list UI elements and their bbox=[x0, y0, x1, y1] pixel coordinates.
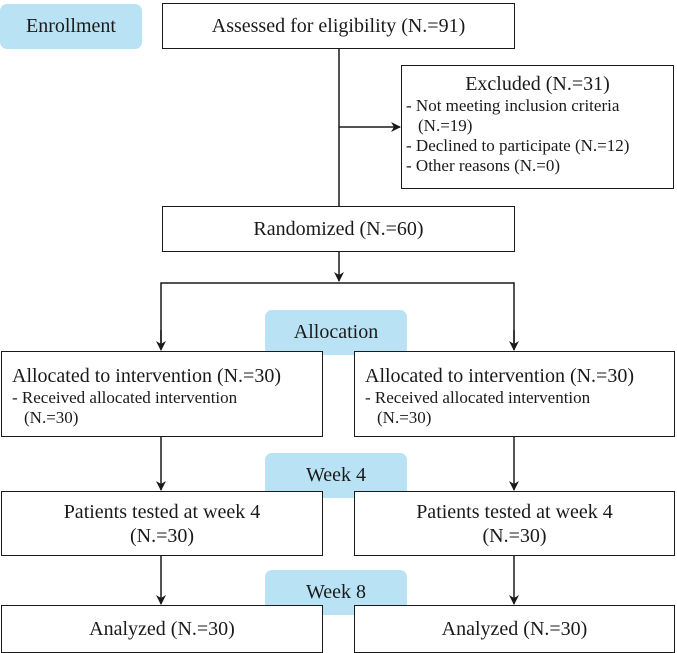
excluded-reason-other: - Other reasons (N.=0) bbox=[406, 156, 561, 175]
stage-week4-label: Week 4 bbox=[305, 464, 367, 486]
left-received-text: - Received allocated intervention bbox=[12, 388, 238, 407]
stage-enrollment: Enrollment bbox=[0, 4, 142, 49]
branch-line bbox=[160, 282, 515, 347]
excluded-title: Excluded (N.=31) bbox=[465, 73, 610, 95]
left-tested-text: Patients tested at week 4 bbox=[63, 500, 261, 523]
right-analyzed-text: Analyzed (N.=30) bbox=[441, 618, 588, 640]
right-tested-count: (N.=30) bbox=[482, 524, 547, 547]
right-received-text: - Received allocated intervention bbox=[365, 388, 591, 407]
randomized-text: Randomized (N.=60) bbox=[253, 218, 424, 240]
right-allocated-box: Allocated to intervention (N.=30) - Rece… bbox=[354, 351, 675, 437]
left-analyzed-text: Analyzed (N.=30) bbox=[89, 618, 235, 640]
stage-week8-label: Week 8 bbox=[305, 581, 367, 603]
right-analyzed-box: Analyzed (N.=30) bbox=[354, 605, 675, 653]
assessed-box: Assessed for eligibility (N.=91) bbox=[162, 3, 515, 49]
excluded-reason-criteria-count: (N.=19) bbox=[418, 116, 473, 135]
stage-week4: Week 4 bbox=[265, 453, 407, 498]
right-tested-box: Patients tested at week 4 (N.=30) bbox=[354, 491, 675, 556]
stage-allocation: Allocation bbox=[265, 310, 407, 355]
right-allocated-title: Allocated to intervention (N.=30) bbox=[365, 365, 634, 387]
stage-enrollment-label: Enrollment bbox=[26, 15, 116, 37]
left-allocated-box: Allocated to intervention (N.=30) - Rece… bbox=[1, 351, 323, 437]
left-allocated-title: Allocated to intervention (N.=30) bbox=[12, 365, 281, 387]
excluded-reason-declined: - Declined to participate (N.=12) bbox=[406, 136, 630, 155]
excluded-box: Excluded (N.=31) - Not meeting inclusion… bbox=[401, 65, 674, 189]
left-tested-box: Patients tested at week 4 (N.=30) bbox=[1, 491, 323, 556]
left-tested-count: (N.=30) bbox=[129, 524, 195, 547]
left-analyzed-box: Analyzed (N.=30) bbox=[1, 605, 323, 653]
assessed-text: Assessed for eligibility (N.=91) bbox=[211, 15, 466, 37]
left-received-count: (N.=30) bbox=[24, 408, 79, 427]
right-received-count: (N.=30) bbox=[377, 408, 432, 427]
excluded-reason-criteria: - Not meeting inclusion criteria bbox=[406, 96, 620, 115]
right-tested-text: Patients tested at week 4 bbox=[416, 500, 613, 523]
randomized-box: Randomized (N.=60) bbox=[162, 206, 515, 252]
stage-allocation-label: Allocation bbox=[293, 321, 379, 343]
